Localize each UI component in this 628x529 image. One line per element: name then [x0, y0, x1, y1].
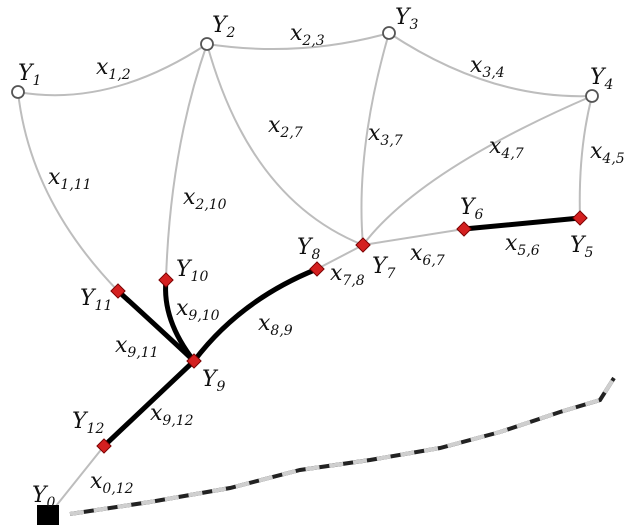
node-label-y10: Y10 [176, 257, 208, 285]
node-y10 [158, 272, 174, 288]
edge-label-x2-7: x2,7 [268, 113, 303, 141]
node-y8 [309, 261, 325, 277]
node-label-y4: Y4 [590, 65, 613, 93]
node-layer [11, 26, 599, 525]
edge-x2-7 [206, 43, 364, 246]
edge-x4-5 [578, 95, 593, 219]
edge-label-x4-7: x4,7 [489, 134, 524, 162]
node-label-y2: Y2 [212, 13, 236, 41]
node-label-y7: Y7 [372, 254, 396, 282]
node-y4 [585, 89, 599, 103]
edge-x0-12 [47, 445, 105, 517]
railway-track [69, 376, 616, 516]
edge-label-x2-3: x2,3 [290, 21, 325, 49]
node-y5 [572, 210, 588, 226]
node-label-y8: Y8 [297, 235, 321, 263]
edge-label-x7-8: x7,8 [330, 261, 365, 289]
edge-x9-11 [115, 288, 197, 364]
edge-label-x1-2: x1,2 [96, 55, 131, 83]
edge-x1-11 [17, 91, 119, 292]
node-label-y12: Y12 [72, 409, 104, 437]
node-y9 [186, 353, 202, 369]
edge-x2-10 [165, 43, 208, 281]
node-y1 [11, 85, 25, 99]
edge-x6-7 [362, 228, 465, 246]
node-y0 [37, 505, 59, 525]
node-y6 [456, 221, 472, 237]
edge-label-x2-10: x2,10 [183, 185, 227, 213]
edge-label-x9-11: x9,11 [115, 333, 159, 361]
node-label-y6: Y6 [460, 195, 484, 223]
node-label-y1: Y1 [18, 61, 41, 89]
edge-x9-12 [101, 358, 197, 449]
edge-x2-3 [206, 32, 390, 51]
node-y3 [382, 26, 396, 40]
edge-label-x9-10: x9,10 [176, 296, 220, 324]
node-label-y3: Y3 [395, 5, 419, 33]
edge-label-x1-11: x1,11 [48, 165, 92, 193]
edge-label-x3-7: x3,7 [368, 121, 403, 149]
node-y2 [200, 37, 214, 51]
node-y12 [96, 438, 112, 454]
edge-label-x6-7: x6,7 [410, 241, 445, 269]
edge-x8-9 [191, 266, 320, 364]
edge-layer [17, 32, 593, 517]
edge-label-x3-4: x3,4 [470, 53, 505, 81]
edge-label-x4-5: x4,5 [590, 139, 625, 167]
edge-x7-8 [316, 244, 364, 270]
node-y7 [355, 237, 371, 253]
edge-label-x0-12: x0,12 [90, 469, 134, 497]
edge-x3-4 [388, 32, 593, 98]
node-y11 [110, 283, 126, 299]
edge-label-x8-9: x8,9 [258, 311, 293, 339]
edge-label-x5-6: x5,6 [505, 231, 540, 259]
node-label-y5: Y5 [570, 233, 594, 261]
edge-x4-7 [362, 95, 593, 246]
node-label-y11: Y11 [80, 286, 112, 314]
node-label-y0: Y0 [32, 483, 56, 511]
edge-x1-2 [17, 43, 208, 97]
node-label-y9: Y9 [202, 367, 226, 395]
edge-label-x9-12: x9,12 [150, 401, 194, 429]
edge-x3-7 [360, 32, 390, 246]
edge-x5-6 [461, 215, 583, 232]
